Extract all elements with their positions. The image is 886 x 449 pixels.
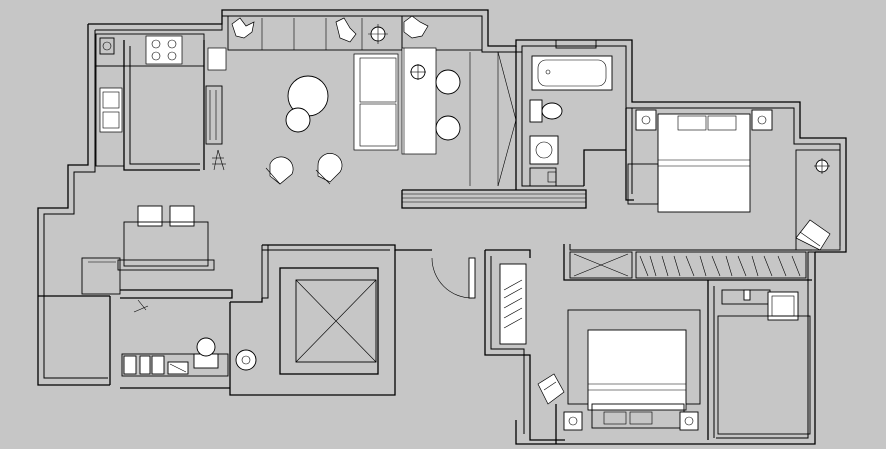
door-swing-icon xyxy=(431,257,476,299)
stove-icon xyxy=(145,35,183,65)
round-table-icon xyxy=(435,69,461,141)
plant-icon xyxy=(212,149,226,171)
washbasin-icon xyxy=(235,349,257,371)
plant-icon xyxy=(231,15,429,43)
armchair-icon xyxy=(795,219,831,251)
bathroom xyxy=(529,39,613,187)
stair-void xyxy=(279,267,379,375)
shelf-icon xyxy=(635,251,807,279)
void-cross-icon xyxy=(295,279,377,363)
bathtub-icon xyxy=(531,55,613,91)
secondary-bedroom xyxy=(537,309,701,431)
armchair-icon xyxy=(265,153,343,185)
toilet-icon xyxy=(529,99,563,123)
sink-icon xyxy=(99,87,123,133)
washbasin-icon xyxy=(529,135,559,165)
master-bedroom xyxy=(627,109,841,251)
round-table-icon xyxy=(285,75,329,133)
living-dining xyxy=(227,15,517,187)
armchair-icon xyxy=(537,373,565,405)
study xyxy=(717,289,811,435)
kitchen xyxy=(95,33,227,171)
bed-icon xyxy=(587,329,687,425)
lamp-icon xyxy=(368,24,388,44)
entry xyxy=(121,299,257,377)
dining-nook xyxy=(81,205,215,295)
exterior-walls xyxy=(37,9,847,445)
sofa-icon xyxy=(353,53,399,151)
toilet-icon xyxy=(193,337,219,369)
storage-wardrobe xyxy=(499,251,807,345)
bed-icon xyxy=(657,113,751,213)
